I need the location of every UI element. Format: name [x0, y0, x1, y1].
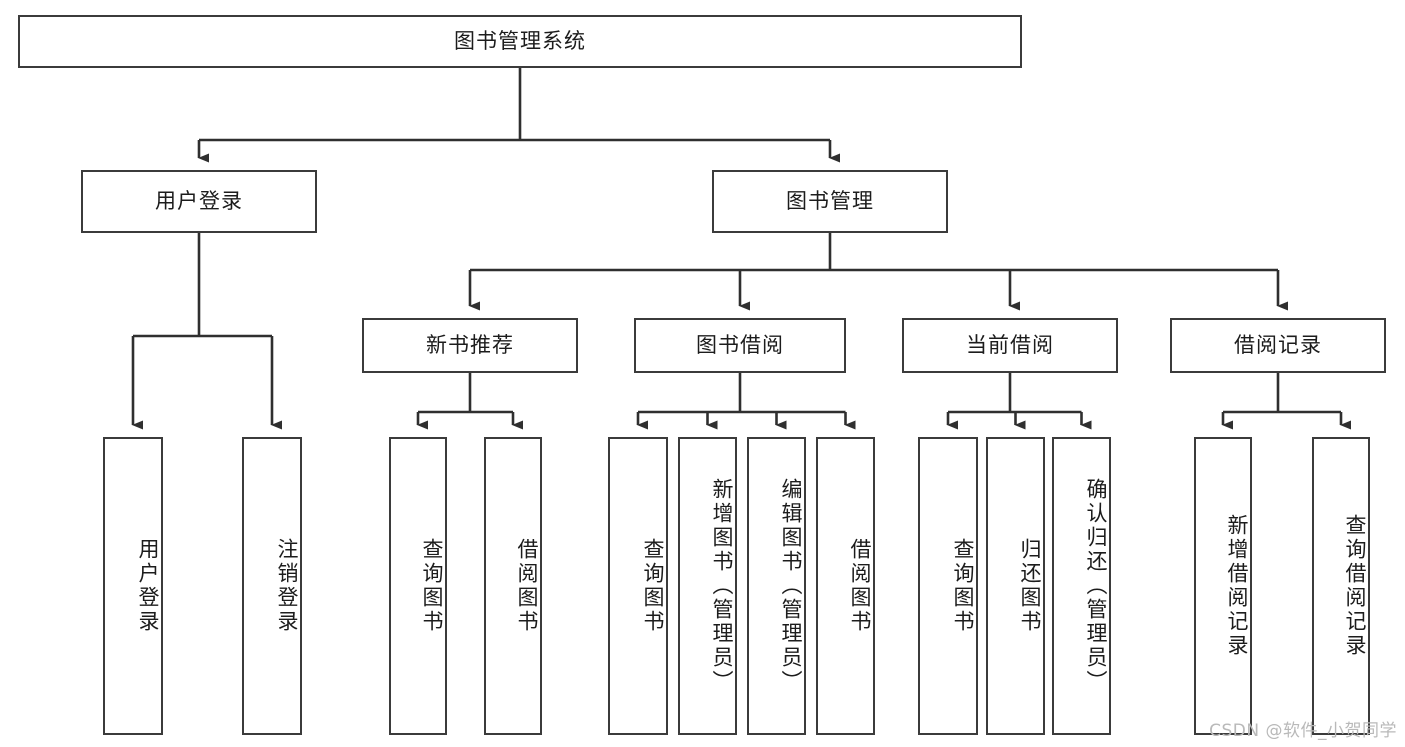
leaf-query-book-current-label: 查询图书 [951, 538, 975, 634]
node-user-login-label: 用户登录 [155, 188, 243, 213]
leaf-add-borrow-record[interactable]: 新增借阅记录 [1194, 437, 1252, 735]
leaf-add-book-admin[interactable]: 新增图书（管理员） [678, 437, 737, 735]
leaf-query-book-recommend[interactable]: 查询图书 [389, 437, 447, 735]
leaf-confirm-return-admin[interactable]: 确认归还（管理员） [1052, 437, 1111, 735]
node-new-book-recommend[interactable]: 新书推荐 [362, 318, 578, 373]
leaf-query-borrow-record-label: 查询借阅记录 [1343, 514, 1367, 658]
node-current-borrow[interactable]: 当前借阅 [902, 318, 1118, 373]
csdn-watermark: CSDN @软件_小贺同学 [1209, 721, 1397, 741]
leaf-borrow-book-recommend-label: 借阅图书 [515, 538, 539, 634]
leaf-add-book-admin-label: 新增图书（管理员） [710, 478, 734, 694]
leaf-add-borrow-record-label: 新增借阅记录 [1225, 514, 1249, 658]
leaf-user-login-label: 用户登录 [136, 538, 160, 634]
leaf-query-borrow-record[interactable]: 查询借阅记录 [1312, 437, 1370, 735]
node-current-borrow-label: 当前借阅 [966, 332, 1054, 357]
node-book-management-label: 图书管理 [786, 188, 874, 213]
leaf-query-book-label: 查询图书 [641, 538, 665, 634]
node-book-management[interactable]: 图书管理 [712, 170, 948, 233]
node-borrow-record[interactable]: 借阅记录 [1170, 318, 1386, 373]
node-book-borrow-label: 图书借阅 [696, 332, 784, 357]
leaf-borrow-book[interactable]: 借阅图书 [816, 437, 875, 735]
leaf-query-book-current[interactable]: 查询图书 [918, 437, 978, 735]
leaf-edit-book-admin[interactable]: 编辑图书（管理员） [747, 437, 806, 735]
node-user-login[interactable]: 用户登录 [81, 170, 317, 233]
leaf-logout-label: 注销登录 [275, 538, 299, 634]
leaf-query-book[interactable]: 查询图书 [608, 437, 668, 735]
leaf-query-book-recommend-label: 查询图书 [420, 538, 444, 634]
leaf-confirm-return-admin-label: 确认归还（管理员） [1084, 478, 1108, 694]
leaf-borrow-book-label: 借阅图书 [848, 538, 872, 634]
leaf-logout[interactable]: 注销登录 [242, 437, 302, 735]
leaf-return-book-label: 归还图书 [1018, 538, 1042, 634]
node-borrow-record-label: 借阅记录 [1234, 332, 1322, 357]
leaf-borrow-book-recommend[interactable]: 借阅图书 [484, 437, 542, 735]
leaf-edit-book-admin-label: 编辑图书（管理员） [779, 478, 803, 694]
node-root[interactable]: 图书管理系统 [18, 15, 1022, 68]
node-new-book-recommend-label: 新书推荐 [426, 332, 514, 357]
node-root-label: 图书管理系统 [454, 28, 586, 53]
node-book-borrow[interactable]: 图书借阅 [634, 318, 846, 373]
leaf-return-book[interactable]: 归还图书 [986, 437, 1045, 735]
leaf-user-login[interactable]: 用户登录 [103, 437, 163, 735]
